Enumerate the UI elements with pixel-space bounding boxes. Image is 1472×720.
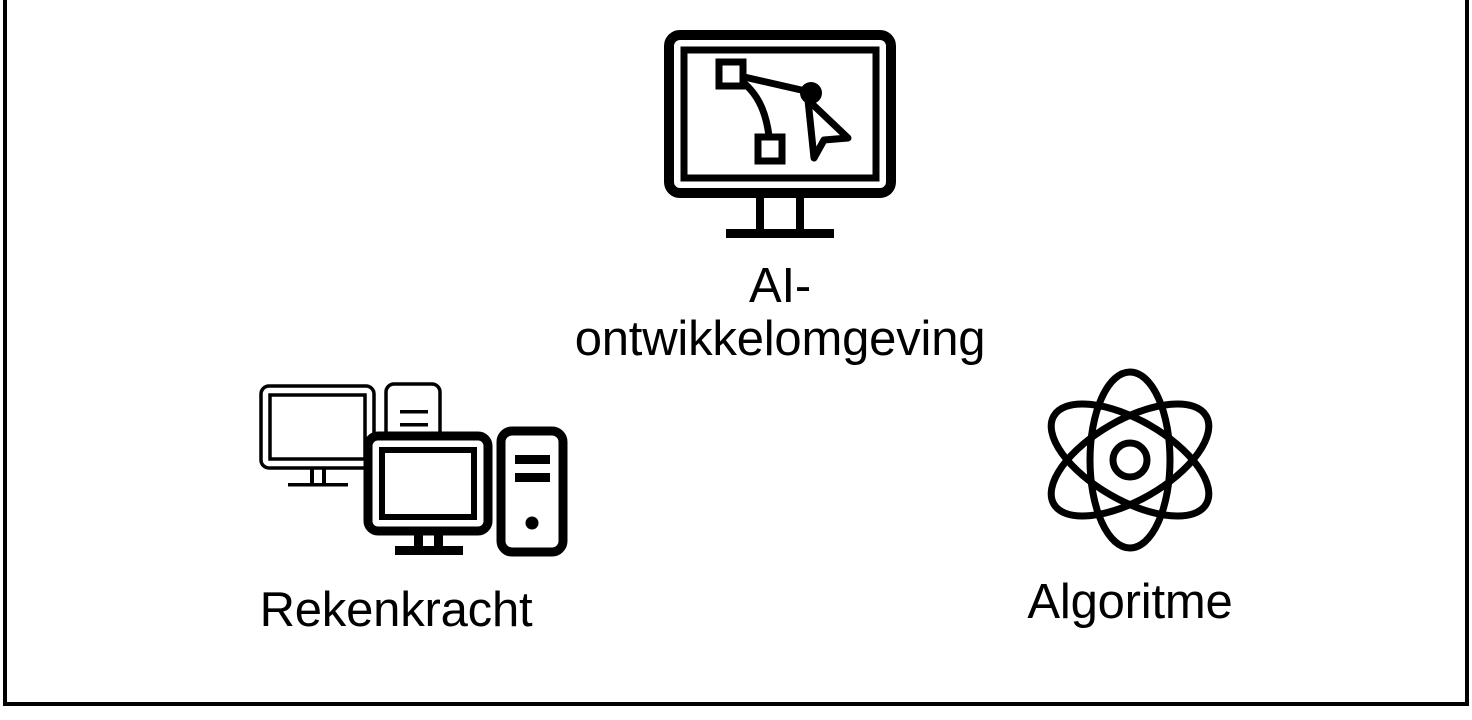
node-ai-caption: AI- ontwikkelomgeving xyxy=(574,259,986,366)
node-ai-ontwikkelomgeving: AI- ontwikkelomgeving xyxy=(556,30,1004,366)
desktop-computers-icon xyxy=(210,366,582,558)
monitor-pen-tool-icon xyxy=(664,30,896,242)
node-rekenkracht: Rekenkracht xyxy=(186,366,606,637)
node-algoritme: Algoritme xyxy=(980,362,1280,629)
node-algoritme-caption: Algoritme xyxy=(1027,575,1233,629)
frame-border-bottom xyxy=(3,702,1469,706)
frame-border-right xyxy=(1465,0,1469,706)
frame-border-left xyxy=(3,0,7,706)
atom-icon xyxy=(1034,362,1226,558)
node-rekenkracht-caption: Rekenkracht xyxy=(259,583,533,637)
